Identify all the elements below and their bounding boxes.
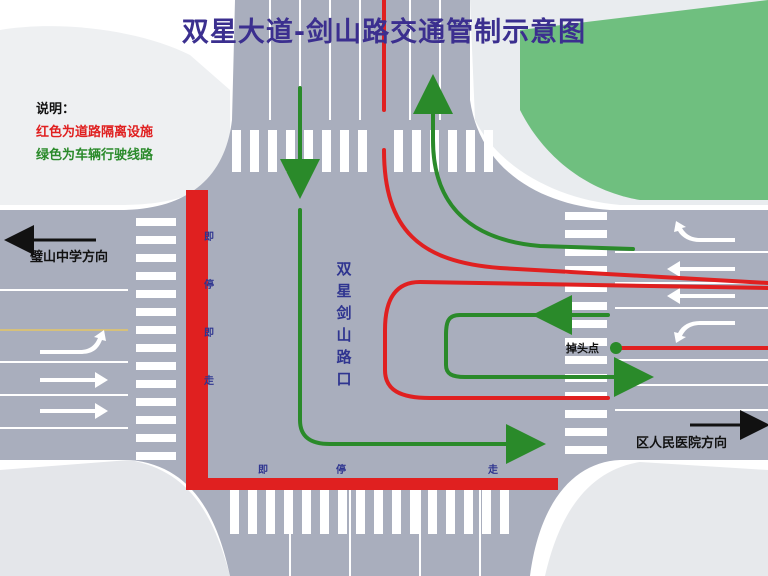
arrow-turn-icon: [674, 321, 735, 343]
stop-marking-h1: 即: [258, 465, 268, 476]
map-title: 双星大道-剑山路交通管制示意图: [181, 17, 587, 48]
arrow-straight-icon: [667, 288, 735, 304]
route-turn-north: [413, 74, 635, 251]
stop-marking-h2: 停: [336, 465, 346, 476]
arrow-turn-icon: [674, 221, 735, 242]
crosswalk-south: [230, 490, 509, 534]
legend-item-barrier: 红色为道路隔离设施: [36, 125, 154, 140]
barrier-north-curve: [382, 148, 768, 285]
legend-item-route: 绿色为车辆行驶线路: [36, 148, 154, 163]
legend-heading: 说明：: [36, 102, 76, 117]
corner-block-nw: [0, 26, 230, 205]
arrow-turn-icon: [40, 330, 106, 354]
direction-label-west: 璧山中学方向: [30, 250, 109, 265]
stop-marking-vertical: 即 停 即 走: [204, 232, 214, 387]
corner-block-se: [545, 462, 768, 576]
green-area-ne: [520, 0, 768, 200]
route-uturn: [444, 313, 654, 397]
uturn-point-marker: [610, 342, 622, 354]
legend: 说明： 红色为道路隔离设施 绿色为车辆行驶线路: [36, 98, 153, 167]
route-turn-east: [298, 208, 546, 464]
stop-marking-h3: 走: [488, 465, 498, 476]
intersection-name: 双 星 剑 山 路 口: [336, 260, 352, 388]
arrow-straight-icon: [40, 403, 108, 419]
lane-arrows: [40, 221, 735, 419]
arrow-straight-icon: [667, 261, 735, 277]
arrow-straight-icon: [40, 372, 108, 388]
crosswalk-north: [232, 130, 493, 172]
barrier-lines: [382, 0, 768, 400]
uturn-point-label: 掉头点: [566, 342, 599, 355]
direction-label-east: 区人民医院方向: [636, 436, 728, 451]
crosswalk-west: [136, 218, 176, 460]
barrier-east-loop: [383, 279, 768, 400]
route-lines: [280, 74, 654, 464]
corner-block-sw: [0, 460, 230, 576]
